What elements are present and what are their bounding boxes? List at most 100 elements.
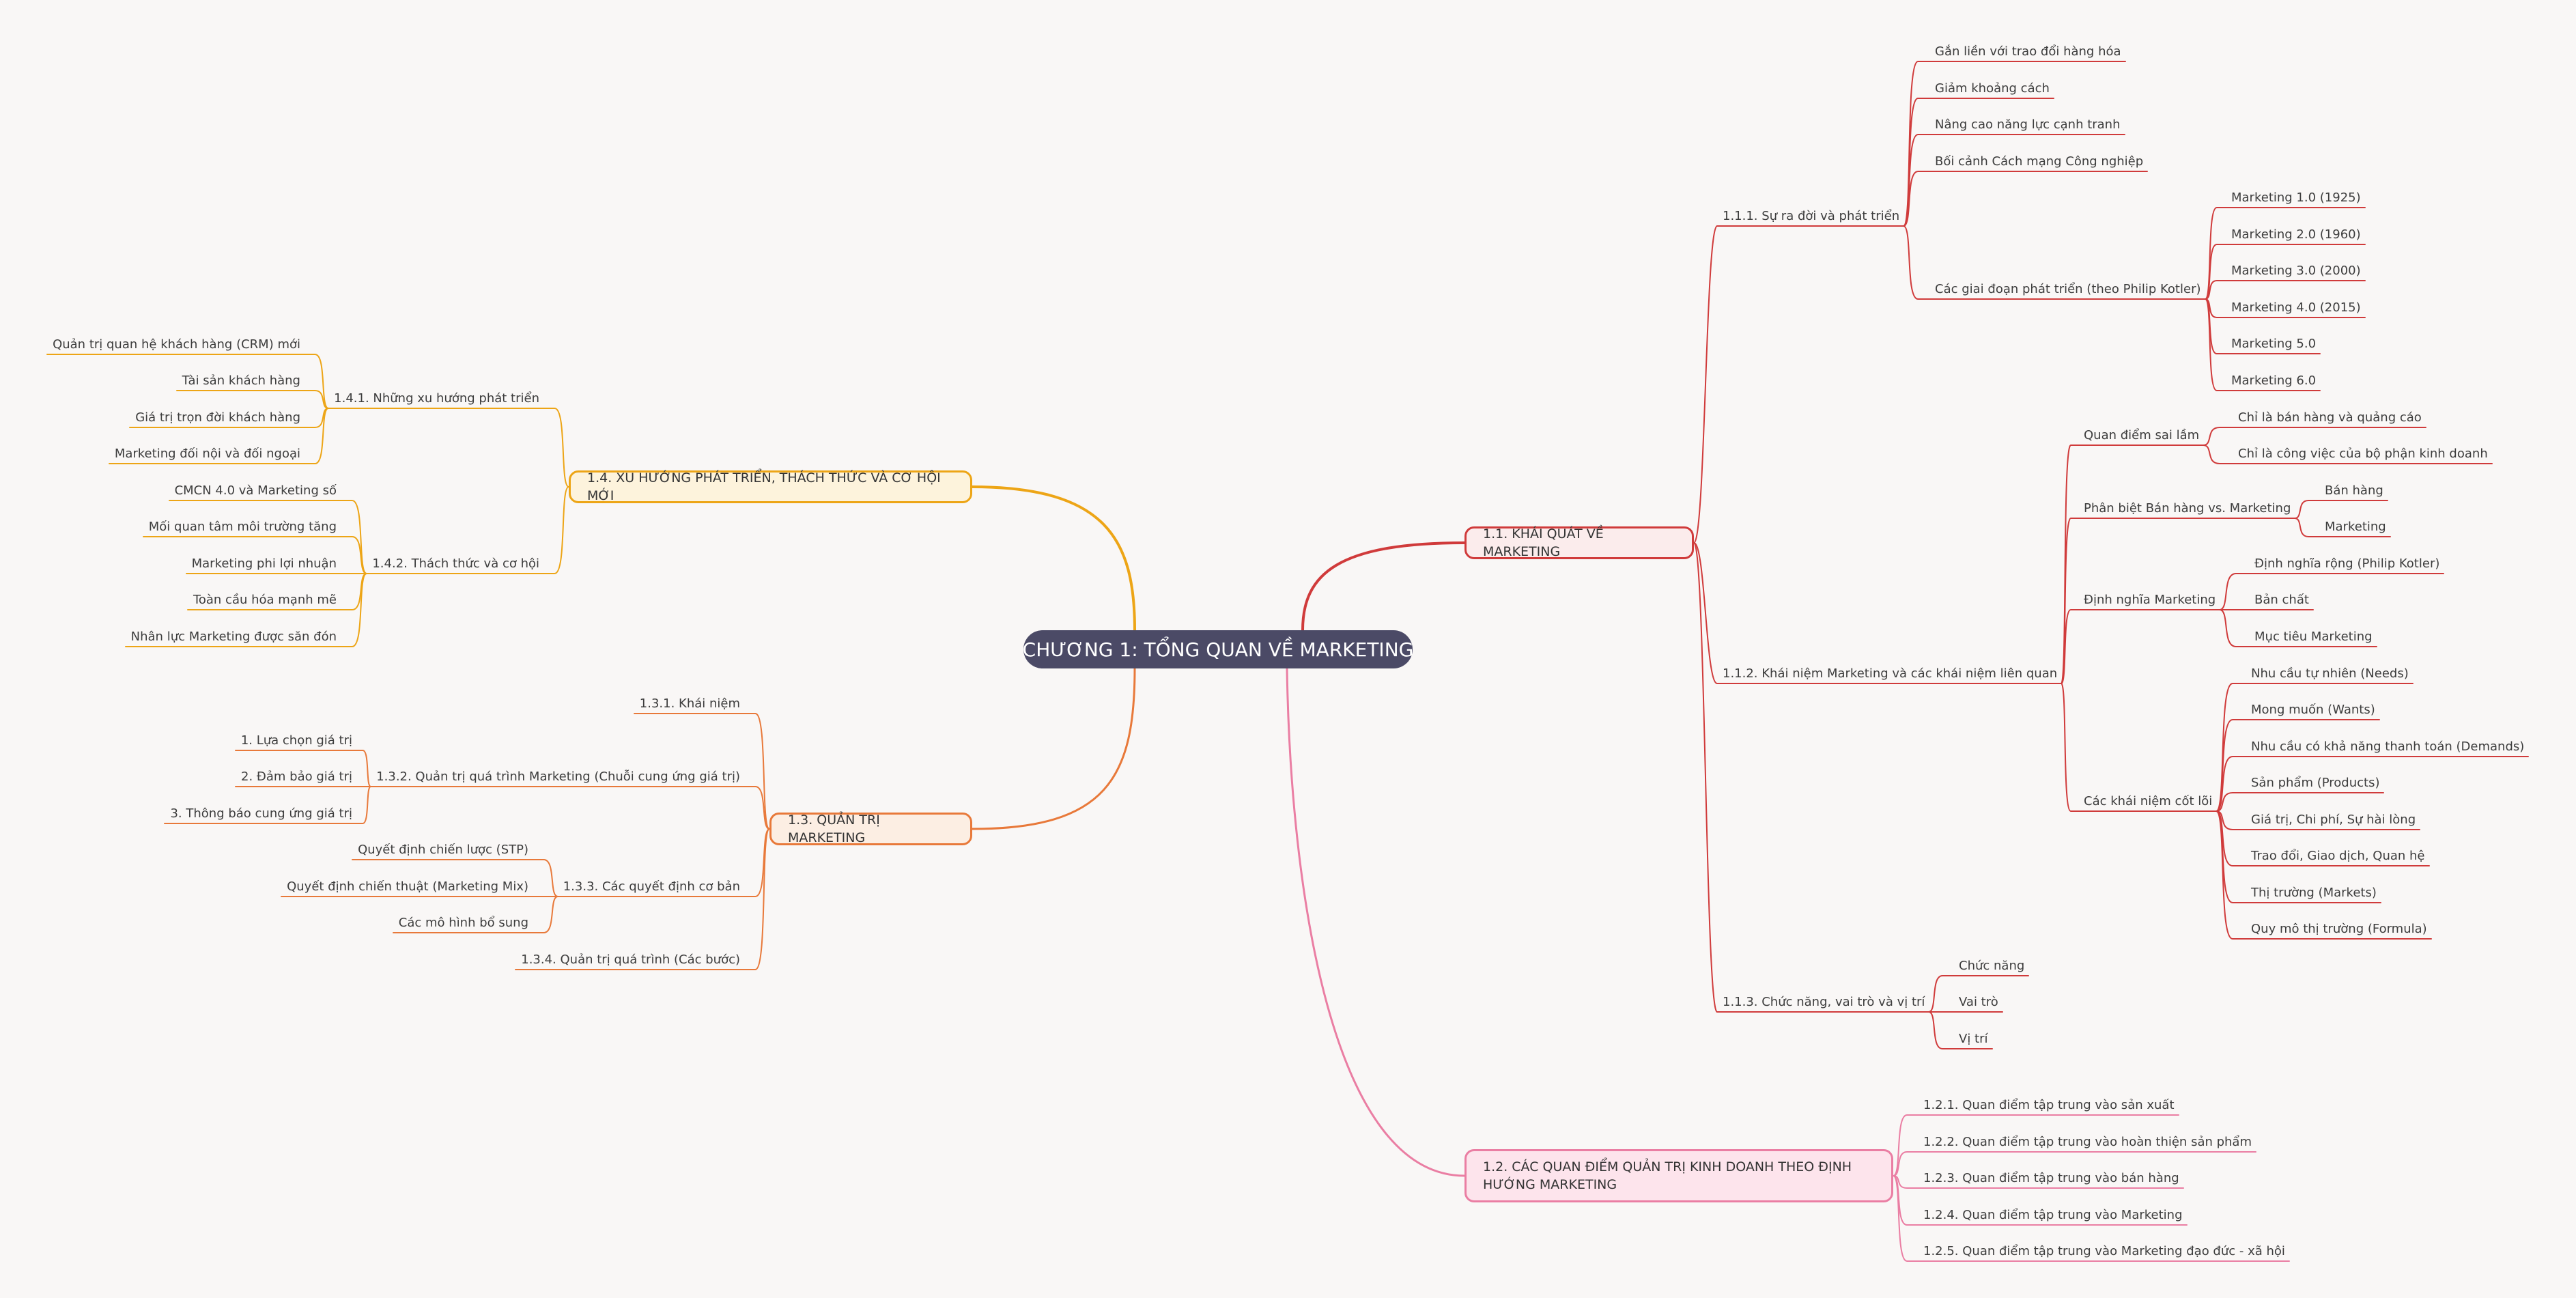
edge-node-1-4-1 bbox=[543, 408, 569, 488]
node-chi-la-bo-phan-kd[interactable]: Chỉ là công việc của bộ phận kinh doanh bbox=[2238, 447, 2488, 461]
edge-node-cmcn-mkt-so bbox=[340, 500, 367, 574]
node-gia-tri-chi-phi[interactable]: Giá trị, Chi phí, Sự hài lòng bbox=[2251, 813, 2416, 827]
node-cmcn-mkt-so[interactable]: CMCN 4.0 và Marketing số bbox=[174, 483, 337, 498]
edge-node-crm-moi bbox=[304, 354, 329, 409]
node-phi-loi-nhuan[interactable]: Marketing phi lợi nhuận bbox=[191, 556, 337, 571]
edge-node-needs bbox=[2216, 683, 2246, 812]
node-marketing[interactable]: Marketing bbox=[2325, 520, 2386, 534]
branch-1-1[interactable]: 1.1. KHÁI QUÁT VỀ MARKETING bbox=[1464, 526, 1694, 559]
node-toan-cau-hoa[interactable]: Toàn cầu hóa mạnh mẽ bbox=[193, 593, 337, 607]
node-1-3-2[interactable]: 1.3.2. Quản trị quá trình Marketing (Chu… bbox=[376, 770, 740, 784]
node-1-1-3[interactable]: 1.1.3. Chức năng, vai trò và vị trí bbox=[1723, 995, 1925, 1009]
node-vai-tro[interactable]: Vai trò bbox=[1959, 995, 1998, 1009]
branch-1-2-label-line2: HƯỚNG MARKETING bbox=[1483, 1177, 1617, 1192]
node-marketing-2-0[interactable]: Marketing 2.0 (1960) bbox=[2231, 227, 2361, 242]
edge-node-chi-la-ban-hang bbox=[2203, 427, 2233, 446]
node-1-3-3[interactable]: 1.3.3. Các quyết định cơ bản bbox=[563, 879, 740, 894]
edge-node-khai-niem-cot-loi bbox=[2061, 683, 2079, 812]
node-quy-mo[interactable]: Quy mô thị trường (Formula) bbox=[2251, 922, 2427, 936]
edge-node-moi-truong bbox=[340, 536, 367, 574]
node-vi-tri[interactable]: Vị trí bbox=[1959, 1032, 1988, 1046]
node-marketing-1-0[interactable]: Marketing 1.0 (1925) bbox=[2231, 191, 2361, 205]
node-mkt-doi-noi[interactable]: Marketing đối nội và đối ngoại bbox=[114, 447, 300, 461]
edge-node-boi-canh-cmcn bbox=[1903, 171, 1930, 227]
node-mo-hinh-bo-sung[interactable]: Các mô hình bổ sung bbox=[398, 916, 528, 930]
node-markets[interactable]: Thị trường (Markets) bbox=[2251, 886, 2377, 900]
edge-node-quy-mo bbox=[2216, 810, 2246, 940]
edge-node-1-3-2 bbox=[744, 786, 770, 830]
edge-node-mkt-doi-noi bbox=[304, 408, 329, 464]
edge-node-chuc-nang bbox=[1928, 975, 1954, 1013]
node-lua-chon-gia-tri[interactable]: 1. Lựa chọn giá trị bbox=[240, 733, 352, 748]
node-marketing-3-0[interactable]: Marketing 3.0 (2000) bbox=[2231, 264, 2361, 278]
edge-node-quyet-dinh-stp bbox=[532, 859, 558, 897]
node-1-2-1[interactable]: 1.2.1. Quan điểm tập trung vào sản xuất bbox=[1923, 1098, 2175, 1112]
edge-node-nhan-luc bbox=[340, 573, 367, 647]
branch-1-4[interactable]: 1.4. XU HƯỚNG PHÁT TRIỂN, THÁCH THỨC VÀ … bbox=[569, 470, 972, 503]
branch-1-3-label: 1.3. QUẢN TRỊ MARKETING bbox=[788, 813, 880, 845]
node-tai-san-kh[interactable]: Tài sản khách hàng bbox=[182, 373, 300, 388]
node-quan-diem-sai-lam[interactable]: Quan điểm sai lầm bbox=[2084, 428, 2200, 442]
node-dam-bao-gia-tri[interactable]: 2. Đảm bảo giá trị bbox=[241, 770, 352, 784]
node-thong-bao-gia-tri[interactable]: 3. Thông báo cung ứng giá trị bbox=[170, 806, 352, 821]
node-ban-hang[interactable]: Bán hàng bbox=[2325, 483, 2383, 498]
node-gia-tri-tron-doi[interactable]: Giá trị trọn đời khách hàng bbox=[135, 410, 300, 425]
node-marketing-4-0[interactable]: Marketing 4.0 (2015) bbox=[2231, 300, 2361, 315]
node-chuc-nang[interactable]: Chức năng bbox=[1959, 959, 2025, 973]
node-muc-tieu[interactable]: Mục tiêu Marketing bbox=[2254, 630, 2373, 644]
node-moi-truong[interactable]: Mối quan tâm môi trường tăng bbox=[148, 520, 337, 534]
branch-1-2[interactable]: 1.2. CÁC QUAN ĐIỂM QUẢN TRỊ KINH DOANH T… bbox=[1464, 1149, 1893, 1202]
edge-root-b12 bbox=[1286, 667, 1466, 1177]
node-boi-canh-cmcn[interactable]: Bối cảnh Cách mạng Công nghiệp bbox=[1935, 154, 2144, 169]
node-ban-chat[interactable]: Bản chất bbox=[2254, 593, 2309, 607]
node-nang-cao-canh-tranh[interactable]: Nâng cao năng lực cạnh tranh bbox=[1935, 117, 2121, 132]
edge-node-demands bbox=[2216, 756, 2246, 812]
node-1-1-2[interactable]: 1.1.2. Khái niệm Marketing và các khái n… bbox=[1723, 666, 2058, 681]
node-marketing-5-0[interactable]: Marketing 5.0 bbox=[2231, 337, 2317, 351]
node-1-2-5[interactable]: 1.2.5. Quan điểm tập trung vào Marketing… bbox=[1923, 1244, 2285, 1258]
edge-node-muc-tieu bbox=[2219, 609, 2250, 647]
node-1-2-3[interactable]: 1.2.3. Quan điểm tập trung vào bán hàng bbox=[1923, 1171, 2179, 1185]
root-topic[interactable]: CHƯƠNG 1: TỔNG QUAN VỀ MARKETING bbox=[1023, 630, 1413, 668]
node-1-4-2[interactable]: 1.4.2. Thách thức và cơ hội bbox=[372, 556, 539, 571]
edge-root-b11 bbox=[1301, 541, 1466, 632]
branch-1-3[interactable]: 1.3. QUẢN TRỊ MARKETING bbox=[769, 813, 972, 845]
node-needs[interactable]: Nhu cầu tự nhiên (Needs) bbox=[2251, 666, 2409, 681]
node-crm-moi[interactable]: Quản trị quan hệ khách hàng (CRM) mới bbox=[53, 337, 300, 352]
node-quyet-dinh-mix[interactable]: Quyết định chiến thuật (Marketing Mix) bbox=[287, 879, 528, 894]
node-products[interactable]: Sản phẩm (Products) bbox=[2251, 776, 2380, 790]
node-dinh-nghia-rong[interactable]: Định nghĩa rộng (Philip Kotler) bbox=[2254, 556, 2440, 571]
node-giam-khoang-cach[interactable]: Giảm khoảng cách bbox=[1935, 81, 2050, 96]
edge-node-1-4-2 bbox=[543, 486, 569, 574]
edge-node-marketing bbox=[2294, 518, 2320, 537]
edge-root-b14 bbox=[971, 485, 1136, 632]
node-dinh-nghia[interactable]: Định nghĩa Marketing bbox=[2084, 593, 2216, 607]
edge-node-giam-khoang-cach bbox=[1903, 98, 1930, 227]
node-1-3-4[interactable]: 1.3.4. Quản trị quá trình (Các bước) bbox=[521, 953, 740, 967]
edge-node-tai-san-kh bbox=[304, 390, 329, 409]
edge-node-dinh-nghia-rong bbox=[2219, 573, 2250, 610]
node-marketing-6-0[interactable]: Marketing 6.0 bbox=[2231, 373, 2317, 388]
node-1-4-1[interactable]: 1.4.1. Những xu hướng phát triển bbox=[334, 391, 539, 406]
node-khai-niem-cot-loi[interactable]: Các khái niệm cốt lõi bbox=[2084, 794, 2213, 808]
node-1-2-4[interactable]: 1.2.4. Quan điểm tập trung vào Marketing bbox=[1923, 1208, 2183, 1222]
edge-node-1-2-2 bbox=[1893, 1151, 1919, 1176]
edge-node-vi-tri bbox=[1928, 1011, 1954, 1049]
node-quyet-dinh-stp[interactable]: Quyết định chiến lược (STP) bbox=[358, 843, 528, 857]
node-1-2-2[interactable]: 1.2.2. Quan điểm tập trung vào hoàn thiệ… bbox=[1923, 1135, 2252, 1149]
node-wants[interactable]: Mong muốn (Wants) bbox=[2251, 703, 2375, 717]
node-1-1-1[interactable]: 1.1.1. Sự ra đời và phát triển bbox=[1723, 209, 1900, 223]
edge-node-cac-giai-doan bbox=[1903, 225, 1930, 300]
node-nhan-luc[interactable]: Nhân lực Marketing được săn đón bbox=[130, 630, 337, 644]
node-trao-doi-giao-dich[interactable]: Trao đổi, Giao dịch, Quan hệ bbox=[2251, 849, 2425, 863]
node-demands[interactable]: Nhu cầu có khả năng thanh toán (Demands) bbox=[2251, 739, 2525, 754]
node-gan-lien-trao-doi[interactable]: Gắn liền với trao đổi hàng hóa bbox=[1935, 44, 2121, 59]
node-cac-giai-doan[interactable]: Các giai đoạn phát triển (theo Philip Ko… bbox=[1935, 282, 2201, 296]
edge-node-mo-hinh-bo-sung bbox=[532, 896, 558, 933]
edge-node-thong-bao-gia-tri bbox=[356, 786, 371, 824]
node-phan-biet[interactable]: Phân biệt Bán hàng vs. Marketing bbox=[2084, 501, 2291, 516]
node-chi-la-ban-hang[interactable]: Chỉ là bán hàng và quảng cáo bbox=[2238, 410, 2422, 425]
node-1-3-1[interactable]: 1.3.1. Khái niệm bbox=[639, 696, 740, 711]
branch-1-4-label: 1.4. XU HƯỚNG PHÁT TRIỂN, THÁCH THỨC VÀ … bbox=[587, 470, 941, 503]
